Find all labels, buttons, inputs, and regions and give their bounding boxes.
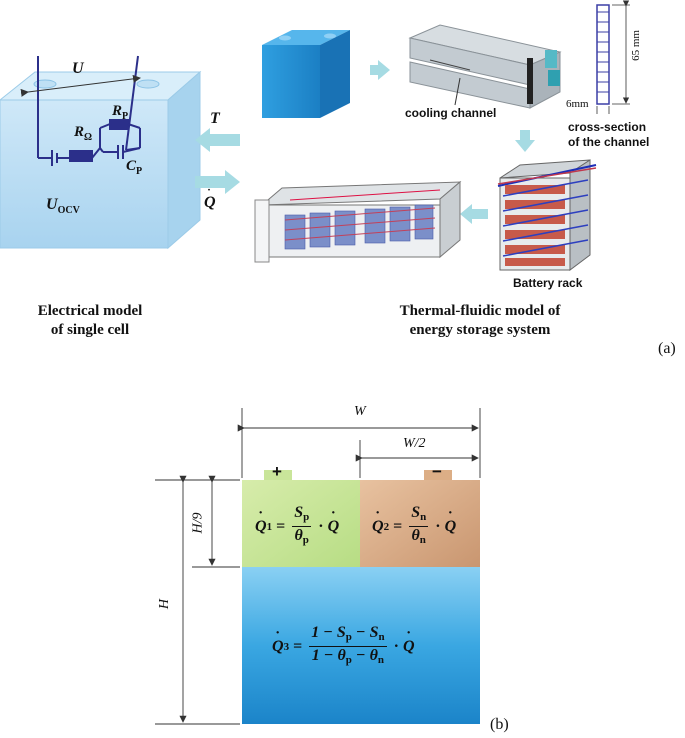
negative-terminal: [424, 470, 452, 480]
caption-electrical-model: Electrical model of single cell: [37, 303, 143, 338]
battery-rack-label: Battery rack: [513, 276, 583, 290]
width-dimension: [237, 408, 481, 478]
arrow-to-module: [370, 60, 390, 80]
r-ohm-label: RΩ: [74, 124, 93, 143]
height-label: H: [157, 598, 173, 610]
arrow-to-container: [460, 204, 488, 224]
positive-terminal: [264, 470, 292, 480]
temperature-arrow: [195, 128, 240, 152]
temperature-label: T: [210, 110, 220, 127]
ninth-height-label: H/9: [190, 512, 206, 534]
plus-sign: +: [272, 462, 282, 481]
single-cell-illustration: [0, 70, 202, 250]
channel-width-label: 6mm: [566, 98, 589, 110]
channel-height-label: 65 mm: [630, 30, 642, 61]
voltage-label: U: [72, 60, 84, 77]
negative-zone: [360, 480, 480, 567]
equivalent-circuit: [37, 55, 141, 166]
panel-b-label: (b): [490, 716, 509, 733]
height-dimension: [155, 475, 240, 725]
voltage-dimension-arrow: [20, 74, 141, 97]
energy-storage-container-illustration: [254, 180, 462, 263]
ocv-label: UOCV: [46, 196, 80, 217]
cooling-channel-label: cooling channel: [405, 106, 497, 120]
caption-thermal-model: Thermal-fluidic model of energy storage …: [399, 303, 561, 338]
prismatic-cell-illustration: [262, 30, 350, 118]
arrow-to-rack: [515, 130, 535, 152]
battery-module-illustration: [408, 24, 562, 109]
battery-rack-illustration: [497, 159, 597, 271]
heat-arrow: [195, 170, 240, 194]
minus-sign: −: [432, 462, 442, 481]
panel-a-label: (a): [658, 340, 676, 357]
positive-zone: [242, 480, 360, 567]
channel-cross-section: [596, 0, 630, 114]
heat-rate-label: ˙Q: [204, 186, 216, 211]
half-width-label: W/2: [403, 436, 426, 451]
cross-section-label: cross-section of the channel: [568, 120, 650, 149]
body-zone: [242, 567, 480, 724]
width-label: W: [354, 404, 366, 419]
cp-label: CP: [126, 158, 143, 177]
rp-label: RP: [112, 103, 129, 122]
